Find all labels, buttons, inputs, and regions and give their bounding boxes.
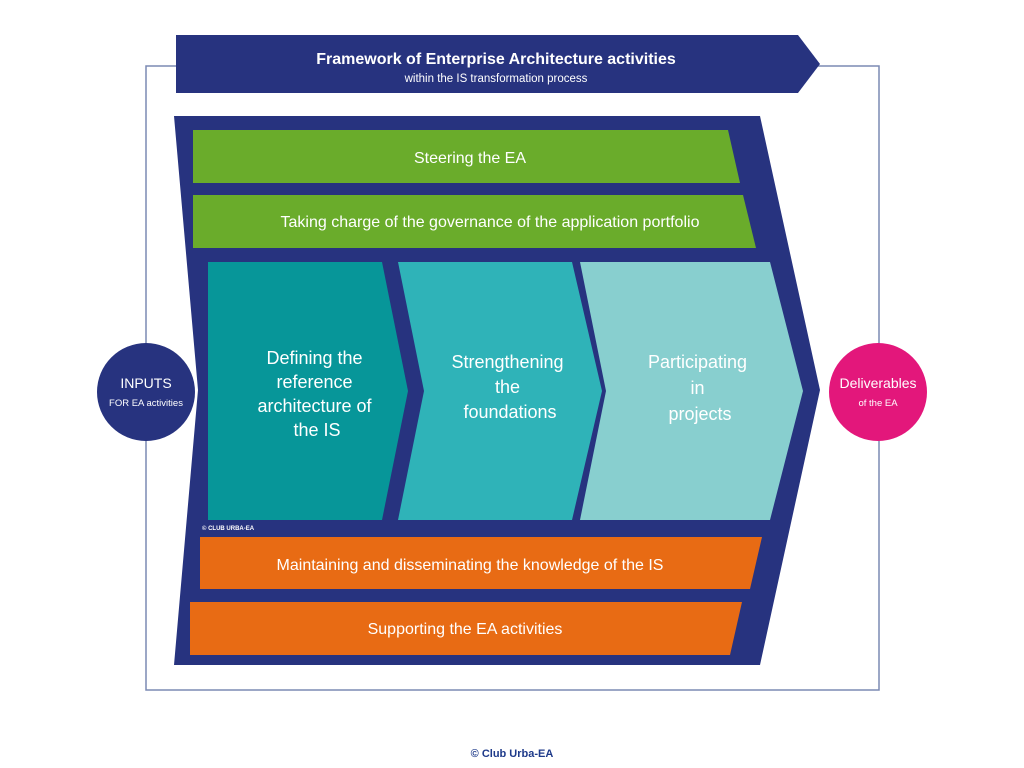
- supporting-band: [190, 602, 742, 655]
- defining-line-2: reference: [276, 372, 352, 392]
- title-banner: [176, 35, 820, 93]
- defining-label: Defining the reference architecture of t…: [257, 348, 376, 440]
- footer-copyright: © Club Urba-EA: [470, 748, 554, 760]
- maintaining-band: [200, 537, 762, 589]
- defining-chevron: [208, 262, 408, 520]
- inputs-title: INPUTS: [120, 375, 171, 391]
- strengthening-line-3: foundations: [463, 402, 556, 422]
- participating-line-1: Participating: [648, 352, 747, 372]
- participating-line-3: projects: [668, 404, 731, 424]
- participating-chevron: [580, 262, 803, 520]
- defining-line-3: architecture of: [257, 396, 372, 416]
- strengthening-line-1: Strengthening: [451, 352, 563, 372]
- strengthening-line-2: the: [495, 377, 520, 397]
- banner-title: Framework of Enterprise Architecture act…: [316, 51, 676, 68]
- inputs-circle: [97, 343, 195, 441]
- defining-line-4: the IS: [293, 420, 340, 440]
- governance-band: [193, 195, 756, 248]
- inputs-subtitle: FOR EA activities: [109, 398, 183, 409]
- deliverables-subtitle: of the EA: [858, 398, 898, 409]
- maintaining-label: Maintaining and disseminating the knowle…: [277, 557, 664, 574]
- participating-label: Participating in projects: [648, 352, 752, 424]
- supporting-label: Supporting the EA activities: [368, 621, 563, 638]
- deliverables-title: Deliverables: [839, 375, 916, 391]
- strengthening-chevron: [398, 262, 602, 520]
- steering-band: [193, 130, 740, 183]
- banner-subtitle: within the IS transformation process: [404, 73, 588, 85]
- inner-copyright: © CLUB URBA-EA: [202, 525, 255, 532]
- governance-label: Taking charge of the governance of the a…: [281, 214, 700, 231]
- participating-line-2: in: [690, 378, 704, 398]
- steering-label: Steering the EA: [414, 150, 526, 167]
- defining-line-1: Defining the: [266, 348, 362, 368]
- deliverables-circle: [829, 343, 927, 441]
- strengthening-label: Strengthening the foundations: [451, 352, 568, 422]
